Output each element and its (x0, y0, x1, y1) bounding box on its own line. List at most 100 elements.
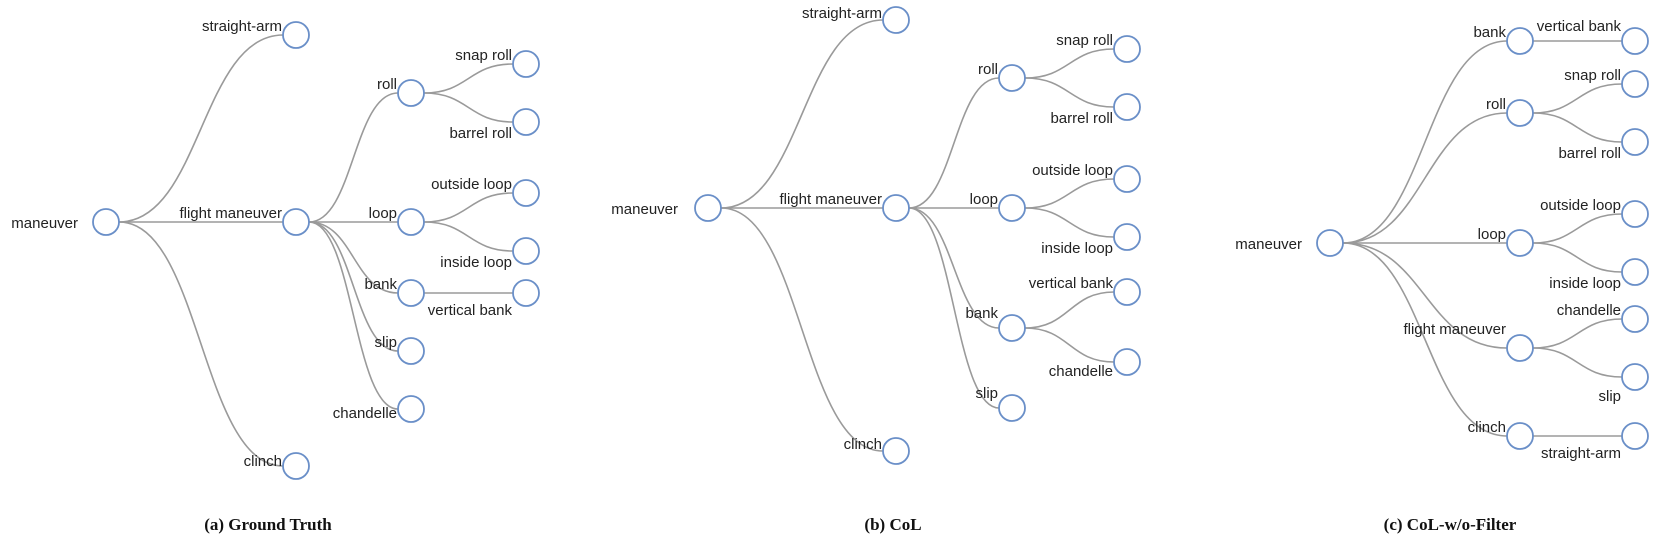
label-inside-loop: inside loop (1041, 240, 1113, 257)
label-bank: bank (364, 276, 397, 293)
label-clinch: clinch (844, 436, 882, 453)
edge-loop-to-outside-loop (1024, 178, 1115, 209)
node-maneuver (1316, 229, 1344, 257)
edge-loop-to-inside-loop (1532, 242, 1623, 273)
label-outside-loop: outside loop (1540, 197, 1621, 214)
edges (720, 19, 1115, 452)
label-clinch: clinch (244, 453, 282, 470)
edge-maneuver-to-straight-arm (720, 19, 884, 209)
label-inside-loop: inside loop (1549, 275, 1621, 292)
node-bank (998, 314, 1026, 342)
edge-roll-to-barrel-roll (1532, 112, 1623, 143)
label-flight-maneuver: flight maneuver (1403, 321, 1506, 338)
node-snap-roll (512, 50, 540, 78)
label-maneuver: maneuver (1235, 236, 1302, 253)
node-straight-arm (1621, 422, 1649, 450)
edge-roll-to-snap-roll (423, 63, 514, 94)
edge-loop-to-inside-loop (1024, 207, 1115, 238)
edge-flight-maneuver-to-slip (1532, 347, 1623, 378)
label-bank: bank (965, 305, 998, 322)
node-chandelle (397, 395, 425, 423)
label-flight-maneuver: flight maneuver (779, 191, 882, 208)
node-flight-maneuver (1506, 334, 1534, 362)
label-flight-maneuver: flight maneuver (179, 205, 282, 222)
node-maneuver (694, 194, 722, 222)
edge-loop-to-outside-loop (1532, 213, 1623, 244)
node-flight-maneuver (882, 194, 910, 222)
node-bank (1506, 27, 1534, 55)
node-barrel-roll (1621, 128, 1649, 156)
edge-maneuver-to-bank (1342, 40, 1508, 244)
label-clinch: clinch (1468, 419, 1506, 436)
edge-maneuver-to-clinch (118, 221, 284, 467)
label-outside-loop: outside loop (1032, 162, 1113, 179)
edges (1342, 40, 1623, 437)
label-snap-roll: snap roll (1056, 32, 1113, 49)
node-vertical-bank (1113, 278, 1141, 306)
node-snap-roll (1113, 35, 1141, 63)
label-slip: slip (975, 385, 998, 402)
node-bank (397, 279, 425, 307)
label-loop: loop (369, 205, 397, 222)
node-loop (1506, 229, 1534, 257)
node-chandelle (1621, 305, 1649, 333)
edge-roll-to-barrel-roll (423, 92, 514, 123)
nodes: straight-arm snap roll barrel roll roll outs… (611, 5, 1141, 465)
edge-flight-maneuver-to-roll (308, 92, 399, 223)
label-maneuver: maneuver (11, 215, 78, 232)
edge-bank-to-vertical-bank (1024, 291, 1115, 329)
label-chandelle: chandelle (1557, 302, 1621, 319)
edge-flight-maneuver-to-bank (908, 207, 1000, 329)
edge-maneuver-to-straight-arm (118, 34, 284, 223)
label-roll: roll (978, 61, 998, 78)
node-clinch (282, 452, 310, 480)
node-barrel-roll (1113, 93, 1141, 121)
label-maneuver: maneuver (611, 201, 678, 218)
node-flight-maneuver (282, 208, 310, 236)
node-slip (1621, 363, 1649, 391)
edge-loop-to-outside-loop (423, 192, 514, 223)
edge-roll-to-snap-roll (1532, 83, 1623, 114)
label-vertical-bank: vertical bank (1029, 275, 1114, 292)
node-clinch (882, 437, 910, 465)
edge-maneuver-to-clinch (1342, 242, 1508, 437)
panel-col: straight-arm snap roll barrel roll roll outs… (611, 5, 1141, 465)
label-vertical-bank: vertical bank (1537, 18, 1622, 35)
node-outside-loop (1113, 165, 1141, 193)
label-barrel-roll: barrel roll (1050, 110, 1113, 127)
label-chandelle: chandelle (333, 405, 397, 422)
edge-flight-maneuver-to-chandelle (308, 221, 399, 410)
label-straight-arm: straight-arm (802, 5, 882, 22)
caption-a: (a) Ground Truth (204, 515, 332, 534)
label-loop: loop (970, 191, 998, 208)
node-roll (1506, 99, 1534, 127)
node-loop (397, 208, 425, 236)
label-barrel-roll: barrel roll (1558, 145, 1621, 162)
node-snap-roll (1621, 70, 1649, 98)
node-inside-loop (512, 237, 540, 265)
edge-flight-maneuver-to-bank (308, 221, 399, 294)
label-snap-roll: snap roll (455, 47, 512, 64)
node-roll (397, 79, 425, 107)
label-outside-loop: outside loop (431, 176, 512, 193)
label-roll: roll (1486, 96, 1506, 113)
edge-roll-to-snap-roll (1024, 48, 1115, 79)
node-vertical-bank (1621, 27, 1649, 55)
caption-b: (b) CoL (864, 515, 921, 534)
label-straight-arm: straight-arm (1541, 445, 1621, 462)
label-barrel-roll: barrel roll (449, 125, 512, 142)
node-inside-loop (1621, 258, 1649, 286)
label-chandelle: chandelle (1049, 363, 1113, 380)
edge-flight-maneuver-to-slip (308, 221, 399, 352)
node-straight-arm (882, 6, 910, 34)
edge-maneuver-to-flight-maneuver (1342, 242, 1508, 349)
node-loop (998, 194, 1026, 222)
label-slip: slip (1598, 388, 1621, 405)
node-slip (998, 394, 1026, 422)
label-loop: loop (1478, 226, 1506, 243)
